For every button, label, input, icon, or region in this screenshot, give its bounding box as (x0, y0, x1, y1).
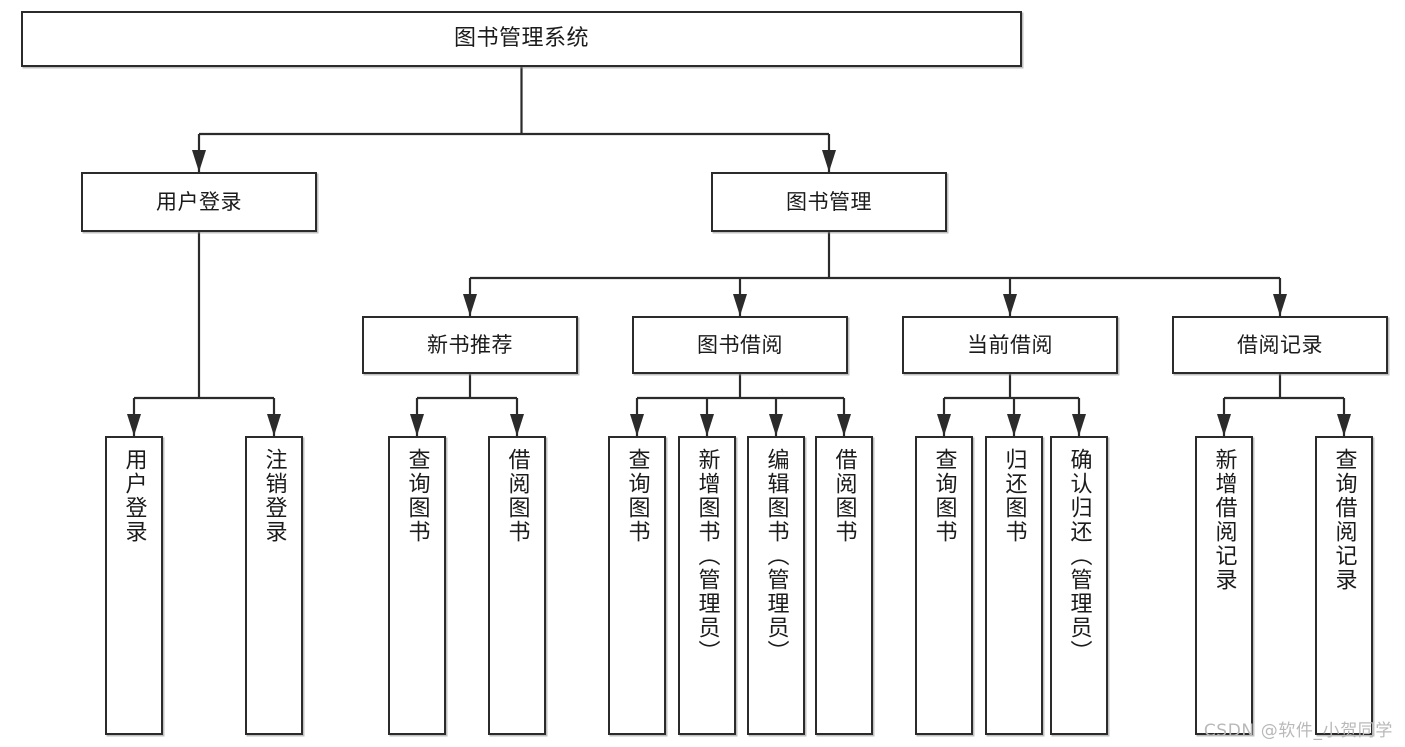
arrowhead-icon (267, 414, 281, 436)
arrowhead-icon (463, 294, 477, 316)
arrowhead-icon (1217, 414, 1231, 436)
node-label: 新书推荐 (427, 332, 513, 357)
node-l_query_record[interactable]: 查询借阅记录 (1315, 436, 1373, 735)
arrowhead-icon (1007, 414, 1021, 436)
node-l_add_book[interactable]: 新增图书（管理员） (678, 436, 736, 735)
arrowhead-icon (1072, 414, 1086, 436)
node-label: 图书借阅 (697, 332, 783, 357)
arrowhead-icon (1003, 294, 1017, 316)
node-label: 归还图书 (1001, 448, 1027, 544)
node-label: 注销登录 (261, 448, 287, 544)
node-label: 用户登录 (156, 189, 242, 214)
node-l_return_book[interactable]: 归还图书 (985, 436, 1043, 735)
node-l_add_record[interactable]: 新增借阅记录 (1195, 436, 1253, 735)
node-root[interactable]: 图书管理系统 (21, 11, 1022, 67)
arrowhead-icon (733, 294, 747, 316)
node-label: 用户登录 (121, 448, 147, 544)
node-label: 新增借阅记录 (1211, 448, 1237, 592)
node-book_mgmt[interactable]: 图书管理 (711, 172, 947, 232)
node-label: 查询图书 (931, 448, 957, 544)
node-borrow_record[interactable]: 借阅记录 (1172, 316, 1388, 374)
node-label: 新增图书（管理员） (694, 448, 720, 664)
node-label: 编辑图书（管理员） (763, 448, 789, 664)
node-label: 借阅图书 (831, 448, 857, 544)
node-user_login[interactable]: 用户登录 (81, 172, 317, 232)
arrowhead-icon (822, 150, 836, 172)
node-l_borrow_b2[interactable]: 借阅图书 (815, 436, 873, 735)
node-cur_borrow[interactable]: 当前借阅 (902, 316, 1118, 374)
node-label: 图书管理 (786, 189, 872, 214)
node-l_borrow_b1[interactable]: 借阅图书 (488, 436, 546, 735)
node-l_user_login[interactable]: 用户登录 (105, 436, 163, 735)
arrowhead-icon (700, 414, 714, 436)
arrowhead-icon (837, 414, 851, 436)
arrowhead-icon (630, 414, 644, 436)
node-label: 借阅图书 (504, 448, 530, 544)
arrowhead-icon (192, 150, 206, 172)
node-l_query_b3[interactable]: 查询图书 (915, 436, 973, 735)
node-new_book_rec[interactable]: 新书推荐 (362, 316, 578, 374)
node-label: 借阅记录 (1237, 332, 1323, 357)
watermark: CSDN @软件_小贺同学 (1203, 721, 1393, 741)
node-label: 查询图书 (624, 448, 650, 544)
node-l_query_b2[interactable]: 查询图书 (608, 436, 666, 735)
arrowhead-icon (127, 414, 141, 436)
arrowhead-icon (1273, 294, 1287, 316)
node-l_confirm_ret[interactable]: 确认归还（管理员） (1050, 436, 1108, 735)
node-label: 当前借阅 (967, 332, 1053, 357)
node-book_borrow[interactable]: 图书借阅 (632, 316, 848, 374)
node-l_query_b1[interactable]: 查询图书 (388, 436, 446, 735)
arrowhead-icon (510, 414, 524, 436)
node-l_edit_book[interactable]: 编辑图书（管理员） (747, 436, 805, 735)
node-label: 确认归还（管理员） (1066, 448, 1092, 664)
node-label: 查询借阅记录 (1331, 448, 1357, 592)
arrowhead-icon (410, 414, 424, 436)
node-l_logout[interactable]: 注销登录 (245, 436, 303, 735)
arrowhead-icon (769, 414, 783, 436)
node-label: 查询图书 (404, 448, 430, 544)
arrowhead-icon (1337, 414, 1351, 436)
node-label: 图书管理系统 (453, 26, 589, 52)
arrowhead-icon (937, 414, 951, 436)
